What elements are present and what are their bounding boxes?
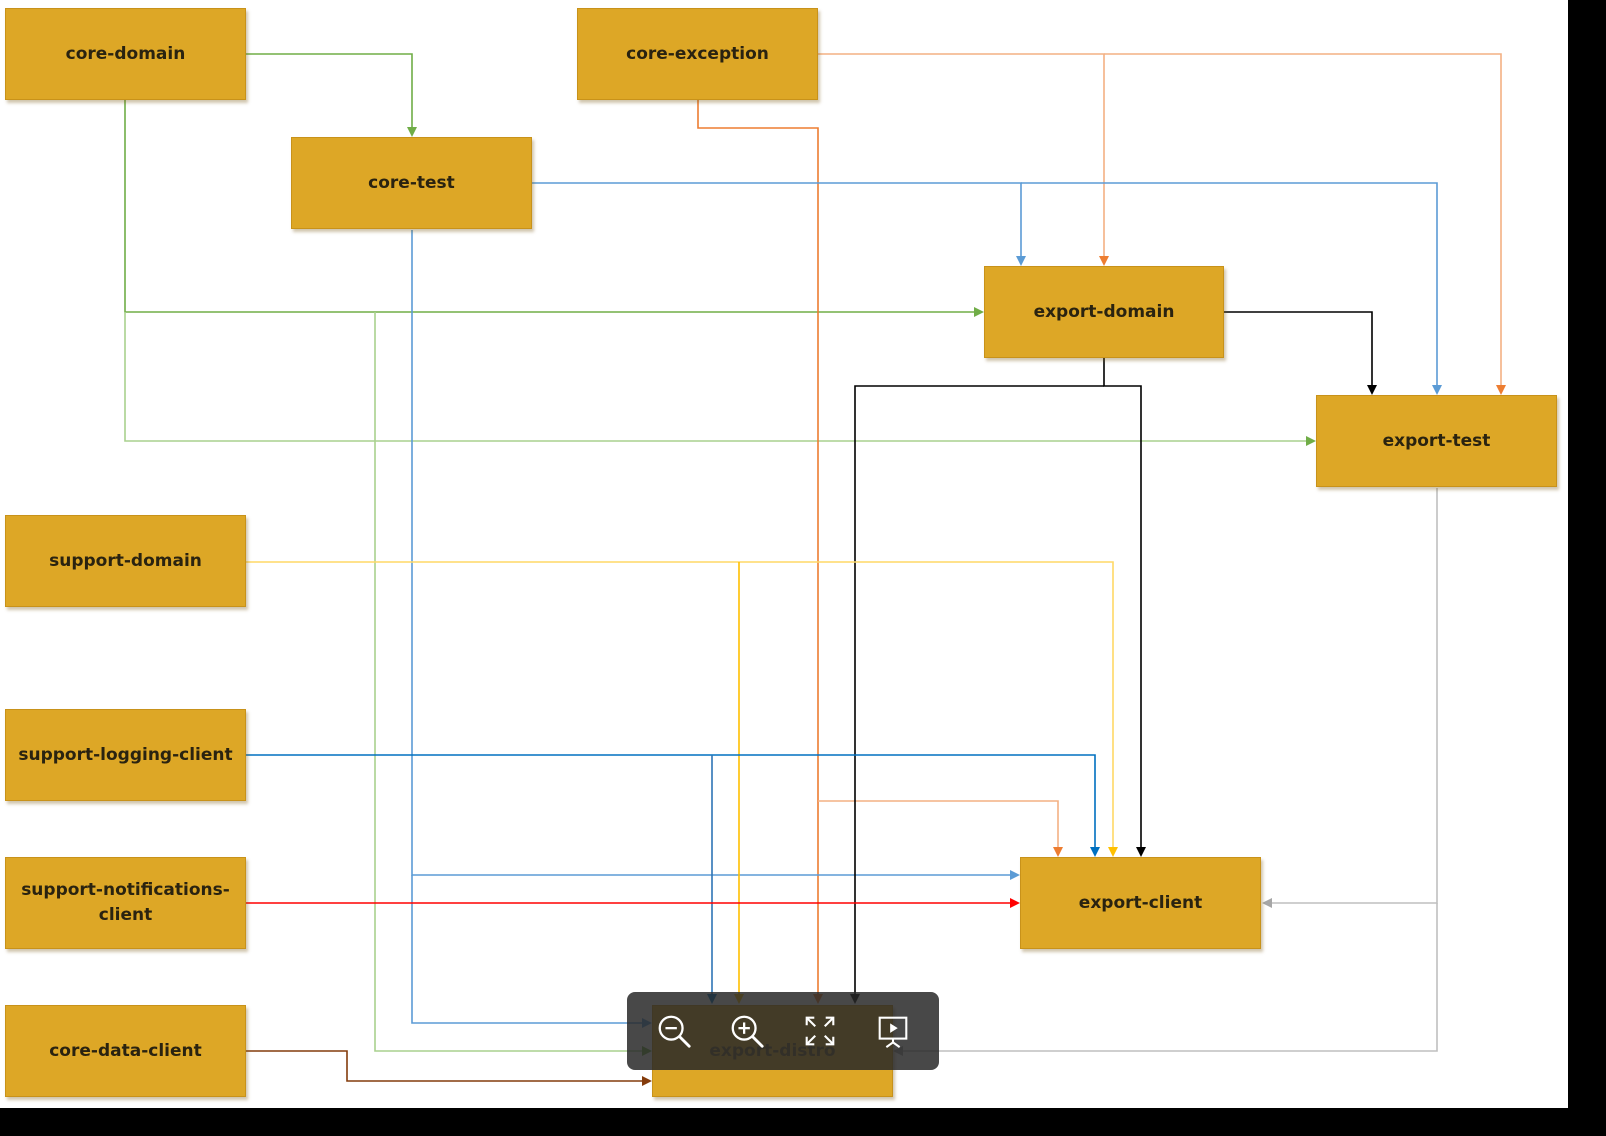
edge-core-exception-export-distro [697, 100, 823, 1004]
edge-core-exception-export-test [1104, 53, 1506, 395]
node-core-domain[interactable]: core-domain [5, 8, 246, 100]
zoom-out-button[interactable] [647, 1004, 701, 1058]
edge-export-test-export-client [1262, 488, 1438, 908]
node-core-data-client[interactable]: core-data-client [5, 1005, 246, 1097]
edge-export-domain-export-client [1103, 358, 1146, 857]
edge-core-test-export-test [1021, 182, 1442, 395]
edge-core-domain-export-domain [124, 100, 984, 317]
edge-support-logging-export-client [246, 754, 1100, 857]
node-support-logging-client[interactable]: support-logging-client [5, 709, 246, 801]
slideshow-button[interactable] [866, 1004, 920, 1058]
node-support-notifications-client[interactable]: support-notifications-client [5, 857, 246, 949]
node-export-test[interactable]: export-test [1316, 395, 1557, 487]
diagram-canvas: core-domain core-exception core-test exp… [0, 0, 1568, 1108]
node-support-domain[interactable]: support-domain [5, 515, 246, 607]
edge-core-test-export-client [411, 230, 1020, 880]
edge-export-test-export-distro [893, 903, 1438, 1056]
edge-core-exception-export-domain [818, 53, 1109, 266]
zoom-in-button[interactable] [720, 1004, 774, 1058]
edge-core-domain-export-test [124, 312, 1316, 446]
viewer-toolbar [627, 992, 939, 1070]
node-core-exception[interactable]: core-exception [577, 8, 818, 100]
node-export-domain[interactable]: export-domain [984, 266, 1224, 358]
fit-to-screen-button[interactable] [793, 1004, 847, 1058]
zoom-out-icon [658, 1015, 691, 1048]
edge-core-exception-export-client [818, 800, 1063, 857]
edge-export-domain-export-test [1224, 311, 1377, 395]
zoom-in-icon [731, 1015, 764, 1048]
edge-core-domain-export-distro [374, 312, 652, 1056]
edge-core-test-export-distro [411, 875, 652, 1028]
edge-core-data-client-export-distro [246, 1050, 652, 1086]
fit-screen-icon [805, 1016, 834, 1046]
edge-export-domain-export-distro [850, 385, 1104, 1004]
edge-core-domain-core-test [246, 53, 417, 137]
node-export-client[interactable]: export-client [1020, 857, 1261, 949]
edge-support-domain-export-client [246, 561, 1118, 857]
node-core-test[interactable]: core-test [291, 137, 532, 229]
edge-core-test-export-domain [532, 182, 1026, 266]
slideshow-icon [878, 1016, 907, 1049]
dependency-wires [124, 53, 1506, 1086]
